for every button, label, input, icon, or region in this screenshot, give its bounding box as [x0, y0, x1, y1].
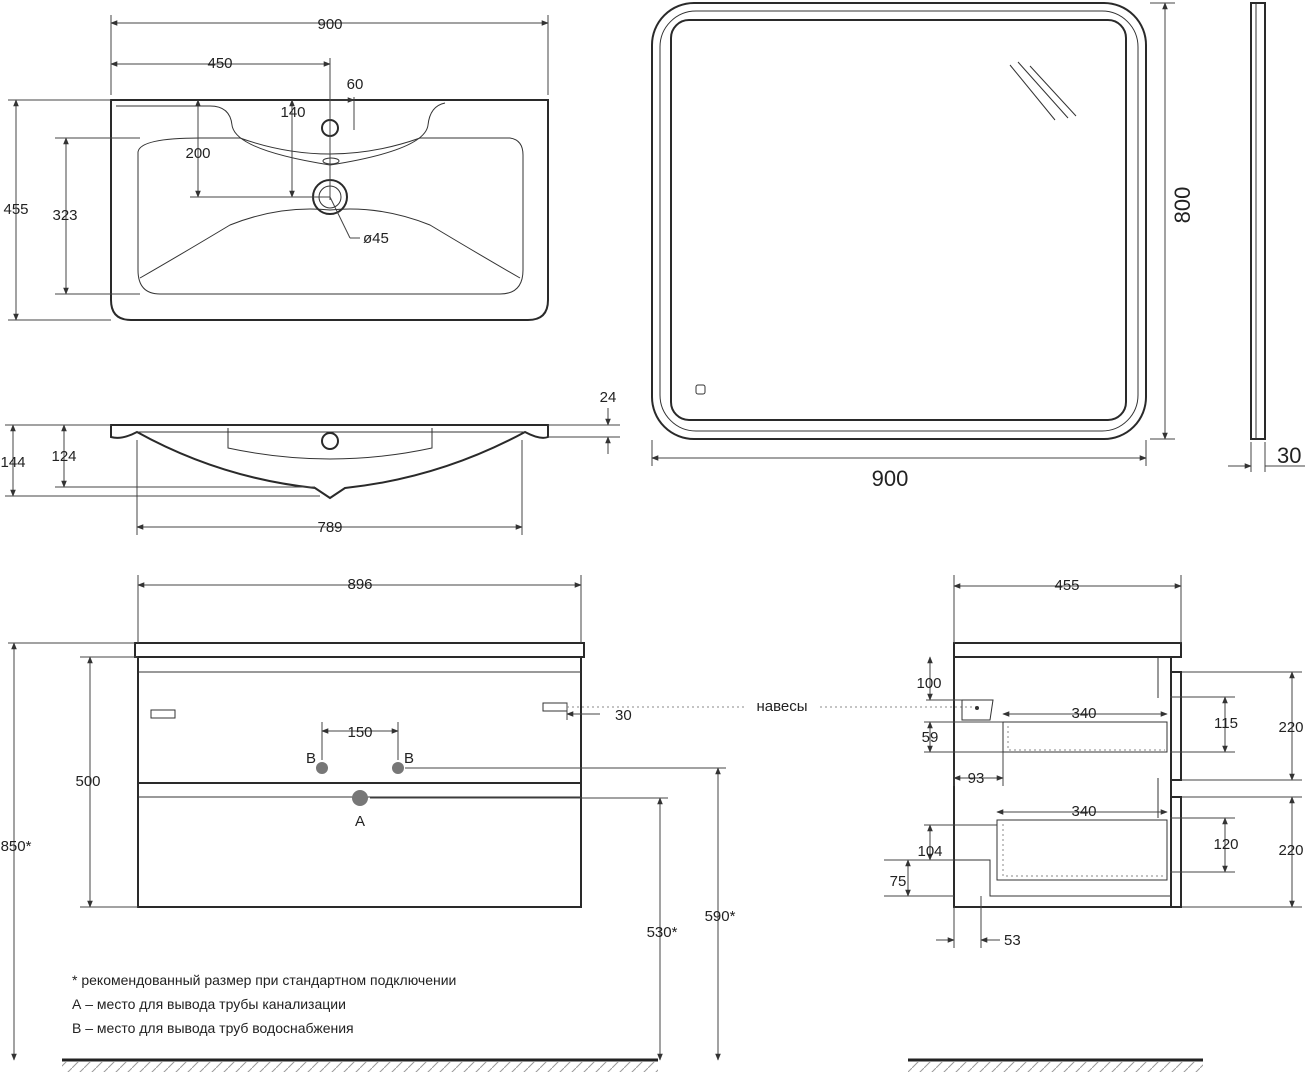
- drawer-bottom-inner-label: 120: [1213, 836, 1238, 853]
- cabinet-side-view: 455 100 340 59 115 220 93 340: [884, 575, 1304, 1072]
- cabinet-width-label: 896: [347, 576, 372, 593]
- side-hinge-icon: [961, 699, 994, 721]
- touch-sensor-icon: [695, 384, 706, 395]
- cabinet-height-label: 500: [75, 773, 100, 790]
- width-53-label: 53: [1004, 932, 1021, 949]
- water-pipe-b-left: [316, 762, 328, 774]
- hinge-offset-label: 30: [615, 707, 632, 724]
- drain-pipe-a: [352, 790, 368, 806]
- tap-depth-label: 140: [280, 104, 305, 121]
- drain-height-label: 530*: [647, 924, 678, 941]
- inner-depth-label: 323: [52, 207, 77, 224]
- basin-half-width-label: 450: [207, 55, 232, 72]
- mirror-thickness-label: 30: [1277, 443, 1301, 468]
- hinge-right-icon: [542, 702, 568, 712]
- side-height-bowl-label: 124: [51, 448, 76, 465]
- offset-93-label: 93: [968, 770, 985, 787]
- mark-b-right: B: [404, 750, 414, 767]
- bowl-width-label: 789: [317, 519, 342, 536]
- mirror-width-label: 900: [872, 466, 909, 491]
- basin-top-view: 900 450 60 140 200 323 455 ø45: [3, 15, 549, 321]
- total-height-label: 850*: [1, 838, 32, 855]
- gap-59-label: 59: [922, 729, 939, 746]
- legend-notes: * рекомендованный размер при стандартном…: [72, 972, 456, 1036]
- mirror-height-label: 800: [1170, 187, 1195, 224]
- mark-b-left: B: [306, 750, 316, 767]
- drawer-top-depth-label: 340: [1071, 705, 1096, 722]
- drain-depth-label: 200: [185, 145, 210, 162]
- basin-width-label: 900: [317, 16, 342, 33]
- drawer-top-front-label: 220: [1278, 719, 1303, 736]
- water-height-label: 590*: [705, 908, 736, 925]
- height-75-label: 75: [890, 873, 907, 890]
- basin-side-view: 24 144 124 789: [0, 389, 620, 536]
- top-gap-label: 100: [916, 675, 941, 692]
- drawer-bottom-front-label: 220: [1278, 842, 1303, 859]
- mark-a: A: [355, 813, 365, 830]
- height-104-label: 104: [917, 843, 942, 860]
- pipe-spacing-label: 150: [347, 724, 372, 741]
- rim-label: 24: [600, 389, 617, 406]
- side-depth-label: 455: [1054, 577, 1079, 594]
- drain-diameter-label: ø45: [363, 230, 389, 247]
- basin-depth-label: 455: [3, 201, 28, 218]
- cabinet-front-view: B B A 150 896 500 850* 30 навесы 530*: [1, 575, 976, 1072]
- tap-offset-label: 60: [347, 76, 364, 93]
- note-drain-a: А – место для вывода трубы канализации: [72, 996, 346, 1012]
- water-pipe-b-right: [392, 762, 404, 774]
- note-recommended: * рекомендованный размер при стандартном…: [72, 972, 456, 988]
- drawer-bottom-depth-label: 340: [1071, 803, 1096, 820]
- drawer-top-inner-label: 115: [1214, 715, 1238, 732]
- hinges-label: навесы: [756, 698, 807, 715]
- hinge-left-icon: [150, 709, 176, 719]
- note-water-b: В – место для вывода труб водоснабжения: [72, 1020, 354, 1036]
- mirror-front-view: 900 800 30: [651, 2, 1305, 491]
- side-height-total-label: 144: [0, 454, 25, 471]
